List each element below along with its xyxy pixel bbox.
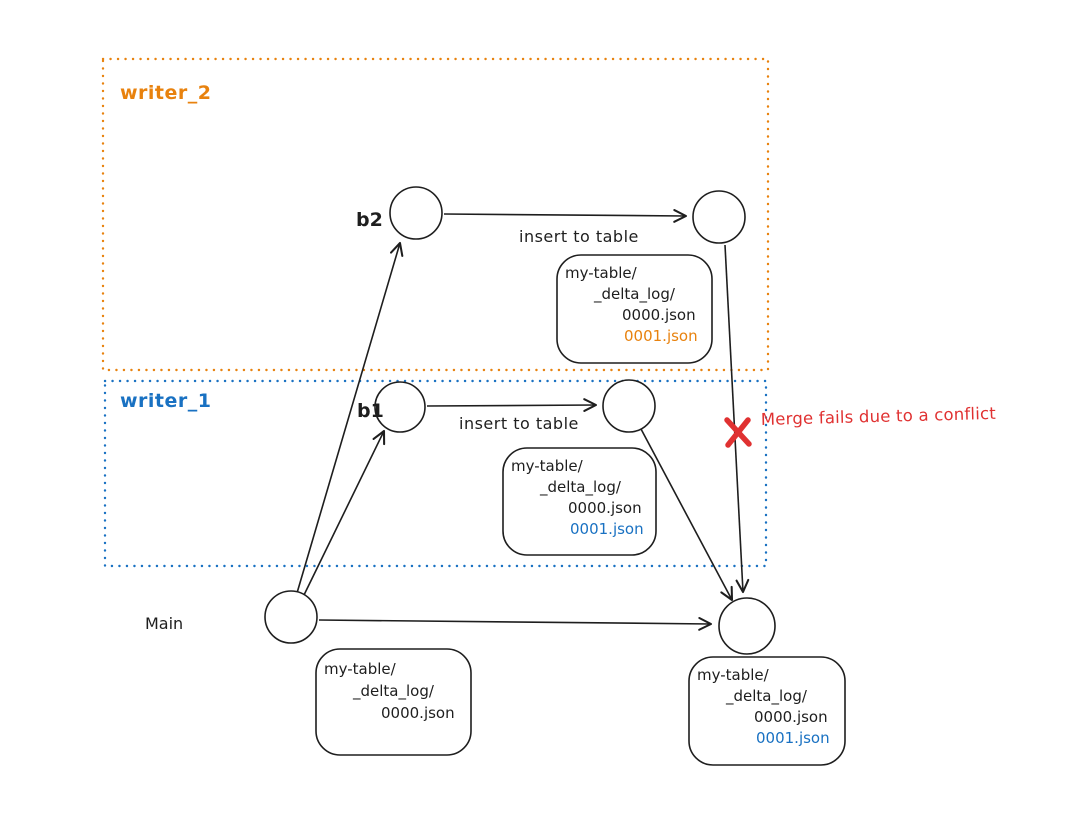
arrow-writer1-to-merge xyxy=(640,428,734,602)
writer2-action-label: insert to table xyxy=(519,227,639,246)
file-line: my-table/ xyxy=(511,457,584,475)
writer2-label: writer_2 xyxy=(120,82,212,104)
card-box xyxy=(315,648,472,756)
file-line: _delta_log/ xyxy=(352,682,435,701)
card-box xyxy=(688,656,846,766)
file-line: _delta_log/ xyxy=(593,285,676,304)
branch-b2-node xyxy=(389,186,443,240)
file-line: my-table/ xyxy=(324,660,397,678)
arrow-b2-insert xyxy=(443,209,688,223)
main-branch-label: Main xyxy=(145,614,183,633)
file-line: 0000.json xyxy=(622,306,696,324)
branch-b1-node xyxy=(374,381,426,433)
file-line-new-commit: 0001.json xyxy=(756,729,830,747)
card-box xyxy=(556,254,713,364)
file-line: 0000.json xyxy=(568,499,642,517)
main-start-node xyxy=(264,590,318,644)
merge-conflict-label: Merge fails due to a conflict xyxy=(761,404,997,429)
writer1-action-label: insert to table xyxy=(459,414,579,433)
file-line: 0000.json xyxy=(754,708,828,726)
writer2-commit-node xyxy=(692,190,746,244)
file-line: my-table/ xyxy=(697,666,770,684)
file-line: 0000.json xyxy=(381,704,455,722)
writer1-commit-node xyxy=(602,379,656,433)
writer1-delta-log-card: my-table/ _delta_log/ 0000.json 0001.jso… xyxy=(502,447,657,556)
main-delta-log-card: my-table/ _delta_log/ 0000.json xyxy=(315,648,472,756)
file-line-new-commit: 0001.json xyxy=(570,520,644,538)
branch-b1-label: b1 xyxy=(357,400,384,422)
arrow-main-to-b1 xyxy=(303,429,386,596)
writer1-lane-boundary xyxy=(103,379,768,568)
arrow-b1-insert xyxy=(426,398,598,412)
arrow-main-to-merge xyxy=(318,616,713,631)
file-line: _delta_log/ xyxy=(725,687,808,706)
merge-delta-log-card: my-table/ _delta_log/ 0000.json 0001.jso… xyxy=(688,656,846,766)
card-box xyxy=(502,447,657,556)
conflict-x-icon xyxy=(724,417,752,448)
merge-target-node xyxy=(718,597,776,655)
file-line-new-commit: 0001.json xyxy=(624,327,698,345)
file-line: _delta_log/ xyxy=(539,478,622,497)
writer1-label: writer_1 xyxy=(120,390,212,412)
writer2-delta-log-card: my-table/ _delta_log/ 0000.json 0001.jso… xyxy=(556,254,713,364)
file-line: my-table/ xyxy=(565,264,638,282)
arrow-writer2-to-merge xyxy=(724,244,750,594)
branch-b2-label: b2 xyxy=(356,209,383,231)
arrow-main-to-b2 xyxy=(296,241,404,594)
